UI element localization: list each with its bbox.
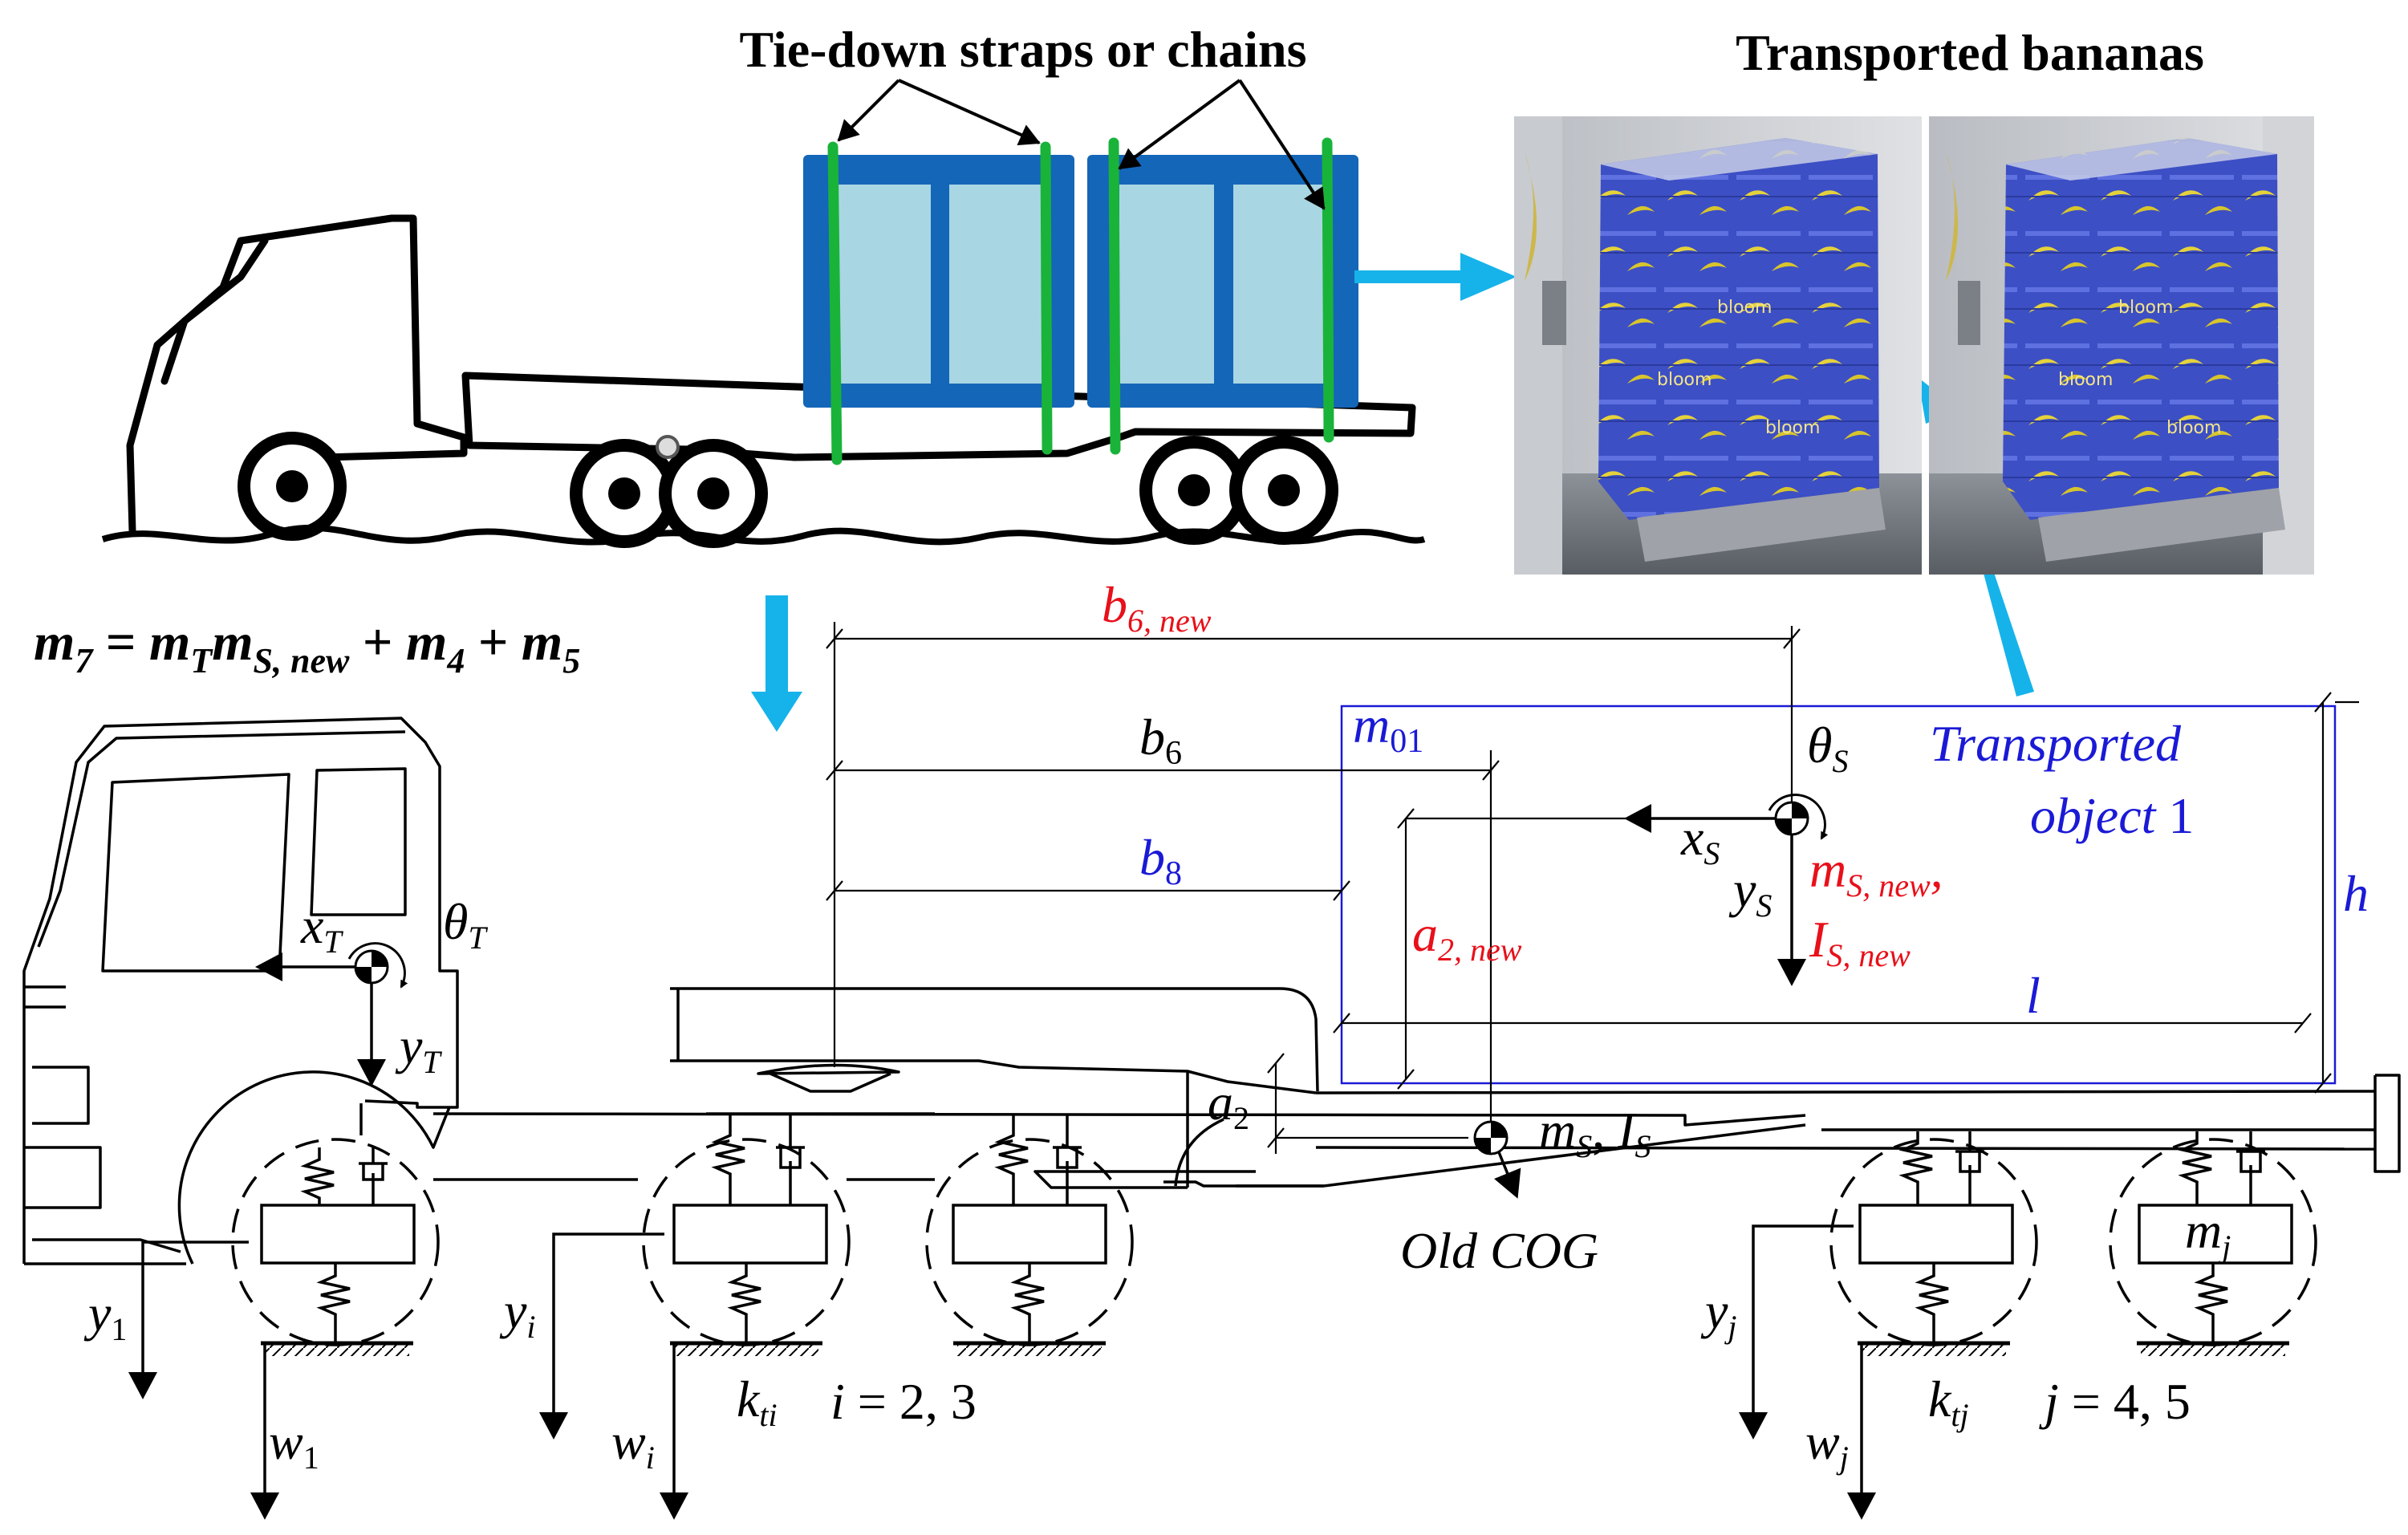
mass-equation: m7 = mTmS, new + m4 + m5 — [34, 613, 580, 680]
label-transported-object-line1: Transported — [1930, 715, 2182, 772]
technical-frame — [432, 987, 2401, 1189]
axle-3-unit — [925, 1115, 1134, 1356]
label-transported-object-line2: object 1 — [2030, 787, 2194, 844]
label-y-t: yT — [395, 1017, 442, 1080]
cartoon-cab — [126, 214, 468, 535]
label-m-j: mj — [2185, 1202, 2231, 1265]
svg-text:bloom: bloom — [2166, 418, 2221, 438]
label-k-tj: ktj — [1928, 1371, 1969, 1433]
dimension-lines — [826, 622, 2359, 1154]
cartoon-truck — [126, 214, 1416, 535]
label-b6-new: b6, new — [1102, 576, 1212, 639]
cartoon-chassis — [461, 372, 1416, 461]
label-theta-s: θS — [1807, 717, 1848, 779]
road-surface — [101, 524, 1426, 546]
axle-1-unit — [231, 1138, 440, 1356]
straps-title: Tie-down straps or chains — [739, 21, 1306, 78]
tie-down-straps — [827, 137, 1334, 465]
arrow-down-mass — [751, 595, 802, 732]
axle-2-unit — [642, 1115, 851, 1356]
technical-cab — [22, 717, 459, 1265]
cog-symbol-old — [1473, 1120, 1509, 1155]
svg-text:bloom: bloom — [2058, 370, 2113, 390]
label-y-1: y1 — [83, 1285, 127, 1347]
transported-object-box — [1340, 705, 2337, 1085]
cartoon-fifth-wheel — [656, 435, 680, 459]
label-m-s-new: mS, new, — [1809, 841, 1943, 904]
label-i-range: i = 2, 3 — [830, 1373, 977, 1430]
banana-photo-left: bloom bloom bloom — [1514, 116, 1922, 575]
arrow-to-photo — [1354, 253, 1517, 301]
label-k-ti: kti — [737, 1371, 778, 1433]
label-old-cog: Old COG — [1400, 1222, 1598, 1279]
cartoon-cab-inner — [160, 237, 269, 385]
label-m01: m01 — [1353, 696, 1423, 760]
label-y-i: yi — [499, 1282, 536, 1345]
svg-text:bloom: bloom — [1765, 418, 1820, 438]
strap-pointer-arrows — [837, 79, 1326, 210]
label-h: h — [2343, 865, 2369, 922]
label-a2-new: a2, new — [1412, 905, 1522, 968]
axle-4-unit — [1829, 1131, 2038, 1356]
label-w-j: wj — [1805, 1413, 1849, 1476]
label-x-s: xS — [1680, 809, 1720, 871]
cog-symbol-tractor — [347, 942, 408, 989]
label-m-s-i-s: mS, IS — [1539, 1102, 1651, 1164]
cargo-container-1 — [803, 155, 1074, 408]
axle-5-unit — [2109, 1131, 2317, 1356]
label-a2: a2 — [1208, 1074, 1249, 1136]
label-theta-t: θT — [443, 893, 488, 956]
label-y-j: yj — [1700, 1282, 1737, 1345]
cog-symbol-new — [1768, 794, 1829, 840]
label-j-range: j = 4, 5 — [2039, 1373, 2191, 1430]
svg-text:bloom: bloom — [1717, 298, 1772, 318]
label-b8: b8 — [1139, 829, 1182, 892]
label-b6: b6 — [1139, 709, 1182, 772]
label-w-1: w1 — [269, 1413, 319, 1476]
label-i-s-new: IS, new — [1809, 911, 1911, 973]
label-y-s: yS — [1728, 861, 1772, 924]
suspension-units — [231, 1115, 2317, 1356]
cargo-container-2 — [1087, 155, 1358, 408]
svg-text:bloom: bloom — [1657, 370, 1712, 390]
coordinate-arrows — [128, 804, 1876, 1520]
bananas-title: Transported bananas — [1736, 24, 2204, 81]
label-l: l — [2026, 967, 2041, 1024]
svg-text:bloom: bloom — [2118, 298, 2173, 318]
label-x-t: xT — [300, 897, 343, 960]
label-w-i: wi — [611, 1413, 655, 1476]
banana-photo-right: bloom bloom bloom — [1929, 116, 2314, 575]
